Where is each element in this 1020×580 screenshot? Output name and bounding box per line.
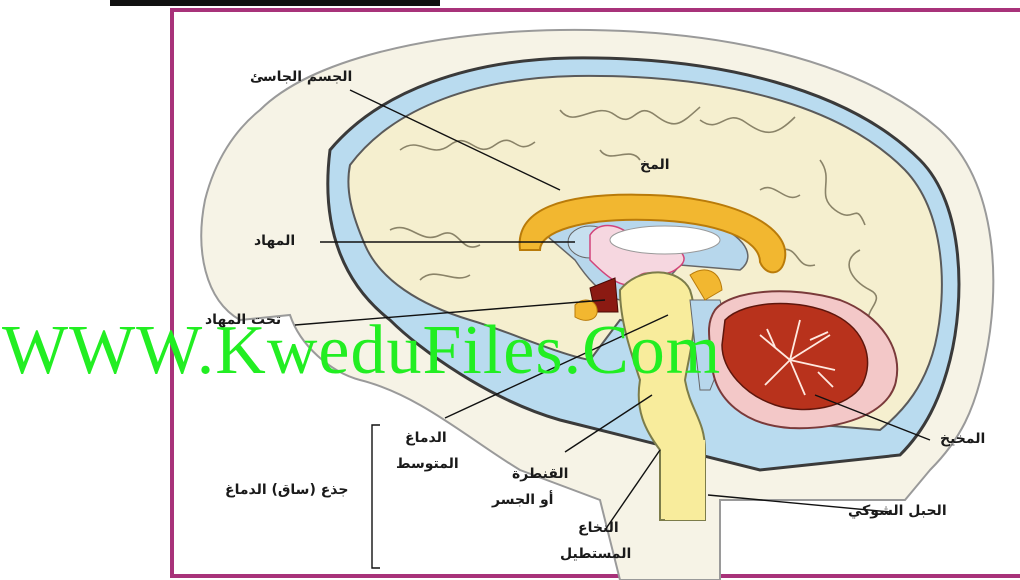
label-pons-1: القنطرة	[512, 466, 568, 482]
frame-left	[170, 8, 174, 578]
frame-top	[170, 8, 1020, 12]
spinal-cord	[665, 440, 705, 520]
label-thalamus: المهاد	[254, 233, 295, 249]
label-cerebrum: المخ	[640, 157, 670, 173]
label-cerebellum: المخيخ	[940, 431, 985, 447]
label-midbrain-1: الدماغ	[405, 430, 447, 446]
label-pons-2: أو الجسر	[492, 492, 553, 508]
label-midbrain-2: المتوسط	[396, 456, 459, 472]
fornix-white	[610, 226, 720, 254]
frame-bottom	[170, 574, 1020, 578]
label-corpus-callosum: الجسم الجاسئ	[250, 69, 352, 85]
label-medulla-2: المستطيل	[560, 546, 631, 562]
watermark: WWW.KweduFiles.Com	[2, 316, 721, 386]
label-brainstem: جذع (ساق) الدماغ	[225, 482, 348, 498]
cut-title-strip	[110, 0, 440, 6]
label-spinal-cord: الحبل الشوكي	[848, 503, 947, 519]
label-medulla-1: النخاع	[578, 520, 619, 536]
